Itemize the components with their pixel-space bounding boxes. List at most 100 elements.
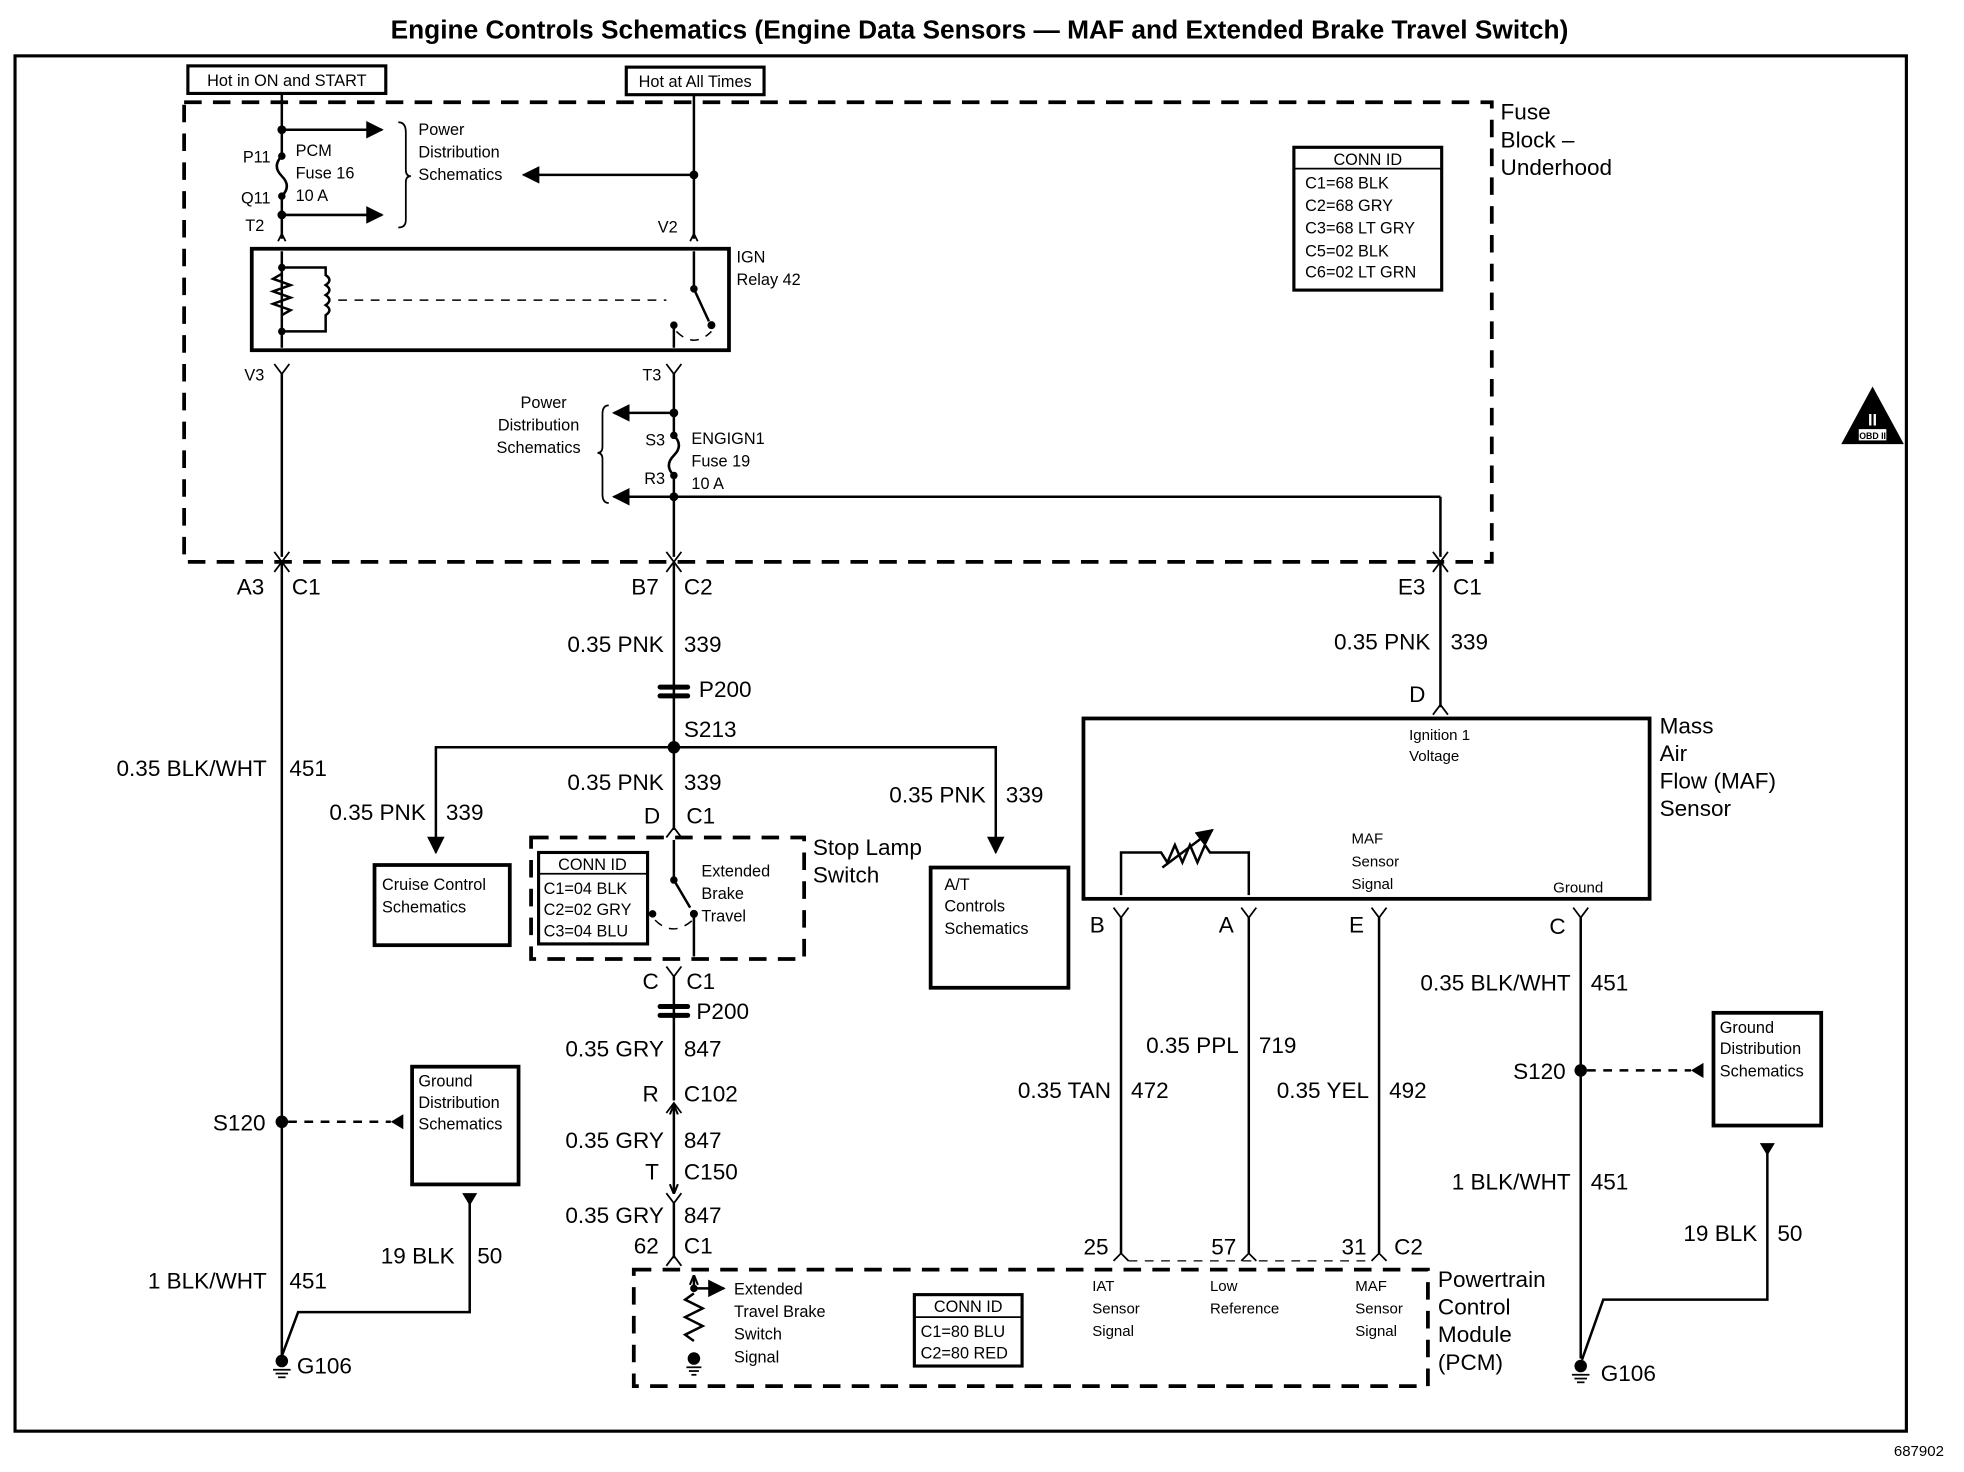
svg-text:Control: Control [1438,1295,1511,1320]
svg-text:10 A: 10 A [691,475,724,493]
svg-text:Signal: Signal [1355,1323,1397,1340]
svg-text:C1: C1 [686,969,715,994]
svg-text:D: D [644,804,660,829]
svg-text:0.35 PNK: 0.35 PNK [567,770,663,795]
svg-text:Sensor: Sensor [1352,853,1400,870]
svg-text:Schematics: Schematics [418,166,502,184]
svg-text:Underhood: Underhood [1501,155,1613,180]
svg-text:451: 451 [289,1268,327,1293]
svg-text:0.35 GRY: 0.35 GRY [565,1037,664,1062]
svg-text:339: 339 [684,770,722,795]
power-distribution-ref-mid: Power Distribution Schematics [497,394,609,504]
svg-text:Reference: Reference [1210,1300,1279,1317]
svg-text:B7: B7 [631,574,659,599]
svg-text:C150: C150 [684,1159,738,1184]
svg-text:E3: E3 [1398,574,1426,599]
svg-text:847: 847 [684,1203,722,1228]
fuse-block-conn-id-table: CONN ID C1=68 BLK C2=68 GRY C3=68 LT GRY… [1292,145,1444,292]
svg-text:S120: S120 [1513,1059,1566,1084]
svg-text:492: 492 [1389,1078,1427,1103]
svg-text:A3: A3 [237,574,265,599]
svg-text:Hot at All Times: Hot at All Times [639,73,752,91]
svg-text:B: B [1090,913,1105,938]
svg-text:Air: Air [1660,741,1688,766]
svg-text:C1=80 BLU: C1=80 BLU [921,1323,1006,1341]
thermistor-icon [1119,828,1251,896]
svg-text:Switch: Switch [734,1326,782,1344]
relay-output-v3: V3 [244,363,291,564]
svg-text:Switch: Switch [813,863,879,888]
ground-distribution-box-right: Ground Distribution Schematics [1711,1010,1824,1128]
svg-text:R3: R3 [644,470,665,488]
ground-g106-left: G106 [273,1354,352,1379]
svg-text:Hot in ON and START: Hot in ON and START [207,72,366,90]
p200-inline-connector-upper [657,684,691,699]
svg-text:II: II [1868,411,1877,429]
svg-text:339: 339 [446,800,484,825]
svg-text:0.35 PNK: 0.35 PNK [567,632,663,657]
svg-text:CONN ID: CONN ID [558,856,627,874]
svg-text:Powertrain: Powertrain [1438,1267,1546,1292]
svg-text:62: 62 [634,1233,659,1258]
svg-text:C1: C1 [292,574,321,599]
svg-text:PCM: PCM [296,142,332,160]
svg-text:E: E [1349,913,1364,938]
outer-border [13,54,1908,1433]
svg-text:C1=68 BLK: C1=68 BLK [1305,175,1389,193]
svg-text:V3: V3 [244,366,264,384]
svg-text:Module: Module [1438,1322,1512,1347]
svg-text:Signal: Signal [1352,876,1394,893]
svg-text:Schematics: Schematics [497,439,581,457]
svg-text:A/T: A/T [944,876,969,894]
svg-text:Sensor: Sensor [1092,1300,1140,1317]
svg-text:Mass: Mass [1660,713,1714,738]
svg-text:Extended: Extended [734,1281,803,1299]
svg-text:339: 339 [1006,782,1044,807]
svg-text:IAT: IAT [1092,1278,1114,1295]
left-ground-circuit-451: A3 C1 0.35 BLK/WHT 451 S120 1 BLK/WHT 45… [117,560,502,1359]
svg-text:P200: P200 [696,999,749,1024]
svg-text:Schematics: Schematics [382,899,466,917]
svg-text:Cruise Control: Cruise Control [382,876,486,894]
svg-text:S3: S3 [645,431,665,449]
p200-inline-connector-lower [657,1004,691,1018]
svg-text:A: A [1219,913,1234,938]
svg-text:19 BLK: 19 BLK [1683,1221,1757,1246]
svg-text:0.35 GRY: 0.35 GRY [565,1128,664,1153]
svg-text:Distribution: Distribution [418,1094,499,1112]
svg-text:Sensor: Sensor [1660,796,1732,821]
svg-text:Sensor: Sensor [1355,1300,1403,1317]
svg-text:CONN ID: CONN ID [934,1298,1003,1316]
svg-text:451: 451 [1591,1169,1629,1194]
obd-ii-icon: II OBD II [1841,386,1904,445]
svg-text:50: 50 [1777,1221,1802,1246]
svg-text:Ground: Ground [1720,1019,1774,1037]
svg-text:C102: C102 [684,1082,738,1107]
svg-text:472: 472 [1131,1078,1169,1103]
svg-text:0.35 YEL: 0.35 YEL [1277,1078,1369,1103]
pcm-conn-id-table: CONN ID C1=80 BLU C2=80 RED [912,1293,1024,1368]
pcm-fuse-16: P11 Q11 T2 PCM Fuse 16 10 A [241,93,384,242]
svg-text:S213: S213 [684,717,737,742]
svg-text:C2=80 RED: C2=80 RED [921,1345,1008,1363]
svg-text:0.35 TAN: 0.35 TAN [1018,1078,1111,1103]
svg-text:C2: C2 [1394,1235,1423,1260]
svg-text:Distribution: Distribution [498,416,579,434]
svg-text:0.35 PNK: 0.35 PNK [329,800,425,825]
maf-wires: B A E C 0.35 TAN 472 0.35 PPL 719 0.35 Y… [1018,907,1628,1359]
svg-text:Travel: Travel [701,907,746,925]
svg-text:C: C [1549,914,1565,939]
svg-text:C2=02 GRY: C2=02 GRY [544,901,632,919]
svg-text:0.35 PNK: 0.35 PNK [889,782,985,807]
page-title: Engine Controls Schematics (Engine Data … [391,14,1569,44]
svg-text:Brake: Brake [701,885,743,903]
svg-text:OBD II: OBD II [1859,431,1886,441]
svg-text:451: 451 [289,756,327,781]
svg-text:847: 847 [684,1128,722,1153]
svg-text:Controls: Controls [944,897,1005,915]
svg-text:Q11: Q11 [241,190,271,208]
svg-text:25: 25 [1083,1235,1108,1260]
svg-text:50: 50 [477,1243,502,1268]
svg-text:31: 31 [1341,1235,1366,1260]
